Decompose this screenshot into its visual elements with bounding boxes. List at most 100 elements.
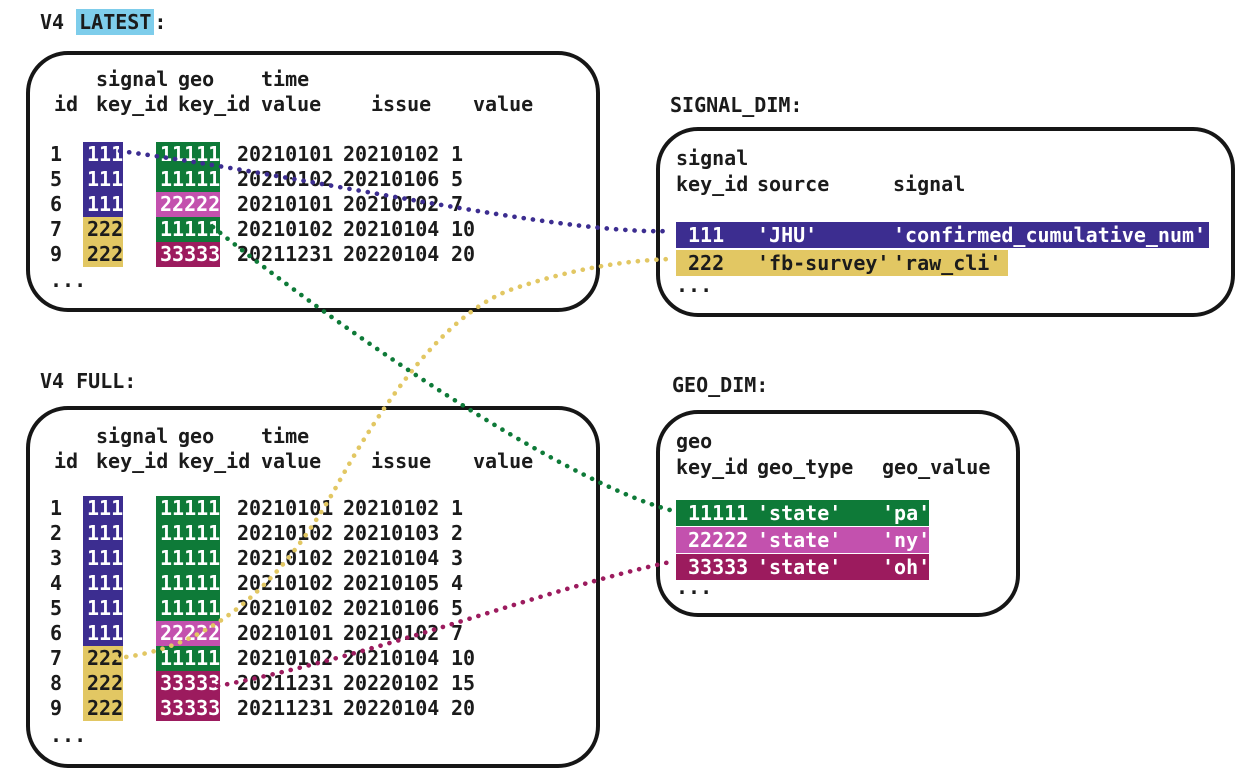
cell-geo-key: 11111 bbox=[156, 571, 220, 596]
cell-signal-key: 111 bbox=[83, 496, 123, 521]
cell-value: 2 bbox=[451, 521, 464, 545]
latest-header-value: value bbox=[473, 92, 534, 116]
signal_dim-row-222: 222'fb-survey''raw_cli' bbox=[676, 250, 1008, 276]
cell-issue: 20210102 bbox=[343, 621, 440, 645]
cell-id: 7 bbox=[50, 217, 63, 241]
latest-header-id: id bbox=[54, 92, 79, 116]
latest-header-signal-key: key_id bbox=[96, 92, 169, 116]
cell-signal-key: 111 bbox=[83, 167, 123, 192]
geo_dim-row-11111: 11111'state''pa' bbox=[676, 500, 931, 526]
cell-time-value: 20210102 bbox=[237, 167, 334, 191]
cell-type: 'state' bbox=[757, 528, 842, 552]
cell-value: 'ny' bbox=[882, 528, 931, 552]
latest-header-signal: signal bbox=[96, 67, 169, 91]
cell-geo-key: 33333 bbox=[156, 671, 220, 696]
cell-signal-key: 222 bbox=[83, 242, 123, 267]
cell-issue: 20210106 bbox=[343, 596, 440, 620]
cell-time-value: 20211231 bbox=[237, 242, 334, 266]
cell-issue: 20210106 bbox=[343, 167, 440, 191]
cell-key: 22222 bbox=[688, 528, 749, 552]
cell-id: 9 bbox=[50, 696, 63, 720]
cell-geo-key: 11111 bbox=[156, 646, 220, 671]
signal-dim-table-panel: signal key_id source signal 111 'JHU' 'con… bbox=[656, 127, 1235, 317]
cell-time-value: 20210102 bbox=[237, 571, 334, 595]
cell-time-value: 20210101 bbox=[237, 621, 334, 645]
cell-time-value: 20210101 bbox=[237, 496, 334, 520]
full-ellipsis: ... bbox=[50, 723, 87, 747]
full-header-line2: id key_id key_id value issue value bbox=[30, 449, 596, 474]
cell-geo-key: 11111 bbox=[156, 217, 220, 242]
cell-signal: 'raw_cli' bbox=[893, 251, 1002, 275]
signal-dim-header-signal: signal bbox=[893, 172, 966, 196]
geo_dim-row-33333: 33333'state''oh' bbox=[676, 554, 931, 580]
signal-dim-title: SIGNAL_DIM: bbox=[670, 93, 803, 117]
cell-signal: 'confirmed_cumulative_num' bbox=[893, 223, 1207, 247]
signal-dim-header-line2: key_id source signal bbox=[660, 172, 1231, 197]
cell-key: 222 bbox=[688, 251, 725, 275]
geo-dim-ellipsis: ... bbox=[676, 575, 713, 599]
cell-value: 15 bbox=[451, 671, 476, 695]
cell-time-value: 20210102 bbox=[237, 596, 334, 620]
cell-source: 'JHU' bbox=[757, 223, 818, 247]
cell-time-value: 20210102 bbox=[237, 521, 334, 545]
full-header-line1: signal geo time bbox=[30, 424, 596, 449]
cell-time-value: 20210102 bbox=[237, 217, 334, 241]
signal-dim-header-source: source bbox=[757, 172, 830, 196]
cell-value: 'pa' bbox=[882, 501, 931, 525]
cell-geo-key: 33333 bbox=[156, 696, 220, 721]
cell-signal-key: 111 bbox=[83, 621, 123, 646]
geo-dim-header-key: key_id bbox=[676, 455, 749, 479]
cell-geo-key: 11111 bbox=[156, 142, 220, 167]
full-header-geo-key: key_id bbox=[178, 449, 251, 473]
cell-type: 'state' bbox=[757, 555, 842, 579]
cell-value: 'oh' bbox=[882, 555, 931, 579]
cell-issue: 20210104 bbox=[343, 646, 440, 670]
cell-value: 3 bbox=[451, 546, 464, 570]
geo-dim-header-line2: key_id geo_type geo_value bbox=[660, 455, 1016, 480]
cell-time-value: 20210101 bbox=[237, 192, 334, 216]
cell-key: 111 bbox=[688, 223, 725, 247]
full-header-value: value bbox=[473, 449, 534, 473]
cell-value: 1 bbox=[451, 496, 464, 520]
signal-dim-header-signal-top: signal bbox=[676, 146, 749, 170]
cell-signal-key: 222 bbox=[83, 671, 123, 696]
cell-issue: 20210102 bbox=[343, 496, 440, 520]
cell-issue: 20220102 bbox=[343, 671, 440, 695]
cell-signal-key: 111 bbox=[83, 596, 123, 621]
full-header-signal: signal bbox=[96, 424, 169, 448]
full-header-geo: geo bbox=[178, 424, 215, 448]
cell-issue: 20210104 bbox=[343, 546, 440, 570]
cell-geo-key: 11111 bbox=[156, 546, 220, 571]
cell-id: 1 bbox=[50, 142, 63, 166]
cell-value: 10 bbox=[451, 217, 476, 241]
full-header-id: id bbox=[54, 449, 79, 473]
geo-dim-header-geo-top: geo bbox=[676, 429, 713, 453]
latest-header-line2: id key_id key_id value issue value bbox=[30, 92, 596, 117]
cell-issue: 20210105 bbox=[343, 571, 440, 595]
cell-geo-key: 22222 bbox=[156, 621, 220, 646]
cell-issue: 20220104 bbox=[343, 696, 440, 720]
cell-geo-key: 11111 bbox=[156, 496, 220, 521]
cell-time-value: 20211231 bbox=[237, 696, 334, 720]
cell-value: 20 bbox=[451, 696, 476, 720]
cell-type: 'state' bbox=[757, 501, 842, 525]
full-header-issue: issue bbox=[371, 449, 432, 473]
cell-id: 6 bbox=[50, 621, 63, 645]
v4-latest-title-prefix: V4 bbox=[40, 10, 77, 34]
cell-time-value: 20210101 bbox=[237, 142, 334, 166]
signal-dim-ellipsis: ... bbox=[676, 273, 713, 297]
geo_dim-row-22222: 22222 'state' 'ny' bbox=[676, 527, 931, 553]
latest-header-geo: geo bbox=[178, 67, 215, 91]
cell-signal-key: 222 bbox=[83, 646, 123, 671]
cell-value: 5 bbox=[451, 596, 464, 620]
cell-value: 7 bbox=[451, 192, 464, 216]
latest-header-time: time bbox=[261, 67, 310, 91]
